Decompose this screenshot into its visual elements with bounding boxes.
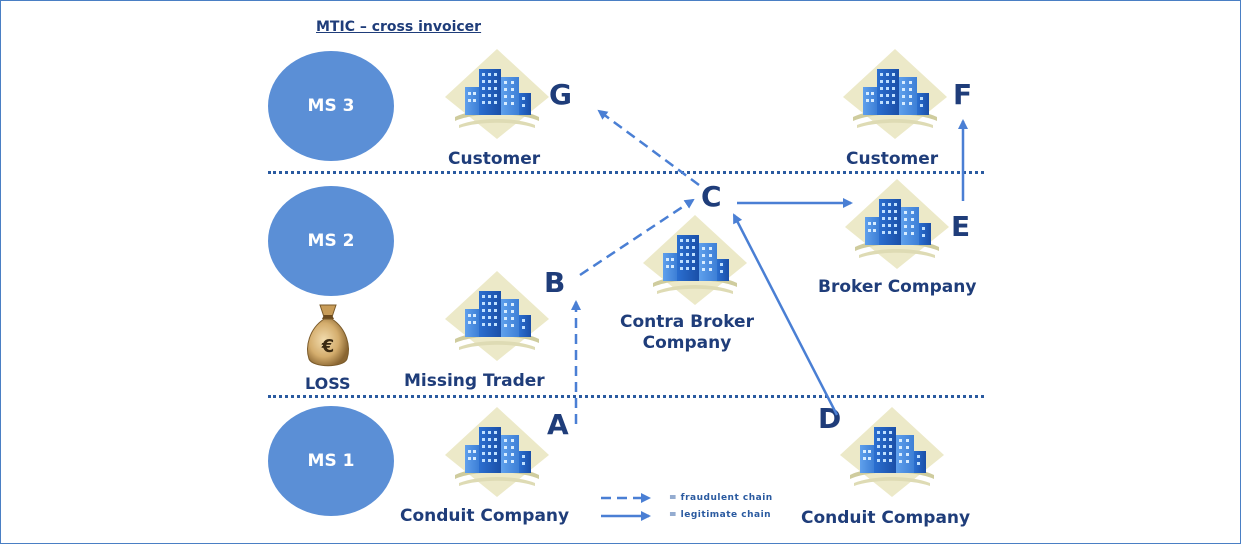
node-label-conduit-d: Conduit Company (801, 508, 971, 528)
member-state-ms2: MS 2 (268, 186, 394, 296)
money-bag-icon: € (303, 301, 353, 371)
contra-broker-label-line1: Contra Broker (620, 312, 754, 332)
diagram-title: MTIC – cross invoicer (316, 19, 482, 35)
node-letter-b: B (544, 266, 566, 299)
node-letter-c: C (701, 180, 722, 213)
node-label-conduit-a: Conduit Company (400, 506, 570, 526)
node-letter-g: G (549, 78, 572, 111)
member-state-ms1: MS 1 (268, 406, 394, 516)
node-letter-a: A (547, 408, 569, 441)
node-letter-f: F (953, 78, 973, 111)
divider-ms3-ms2 (268, 171, 984, 174)
arrow-d-to-c-legitimate (732, 213, 839, 416)
arrow-b-to-c-fraudulent (579, 198, 695, 277)
node-letter-e: E (951, 210, 971, 243)
arrow-c-to-g-fraudulent (597, 109, 700, 187)
loss-label: LOSS (305, 374, 351, 393)
contra-broker-label-line2: Company (642, 333, 732, 353)
euro-symbol: € (321, 336, 335, 357)
legend-legitimate-label: = legitimate chain (669, 510, 772, 520)
node-label-broker-e: Broker Company (818, 277, 977, 297)
node-label-contra-broker-c: Contra Broker Company (611, 312, 763, 354)
node-label-missing-trader-b: Missing Trader (404, 371, 545, 391)
node-label-customer-f: Customer (846, 149, 939, 169)
divider-ms2-ms1 (268, 395, 984, 398)
legend-fraudulent-label: = fraudulent chain (669, 493, 773, 503)
node-label-customer-g: Customer (448, 149, 541, 169)
member-state-ms3: MS 3 (268, 51, 394, 161)
